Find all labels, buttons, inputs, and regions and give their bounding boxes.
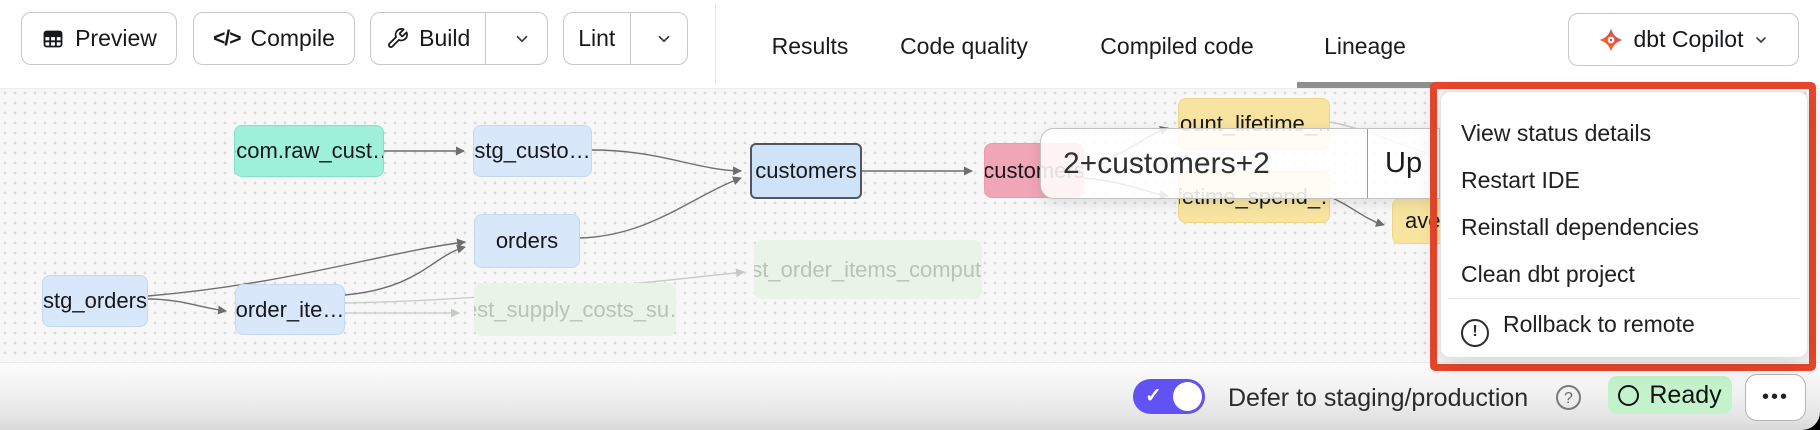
build-button-label: Build <box>419 25 471 51</box>
node-label: order_ite… <box>235 296 345 322</box>
chevron-down-icon <box>1756 36 1767 43</box>
build-options-button[interactable] <box>496 13 547 64</box>
lineage-selector-bar[interactable]: 2+customers+2 Up <box>1040 128 1440 199</box>
node-label: test_supply_costs_su… <box>474 296 676 322</box>
more-options-button[interactable]: ••• <box>1745 374 1806 421</box>
wrench-icon <box>388 28 409 48</box>
lineage-node-source[interactable]: ecom.raw_cust… <box>234 125 384 177</box>
tab-lineage[interactable]: Lineage <box>1324 33 1406 59</box>
table-icon <box>43 30 63 47</box>
node-label: stg_orders <box>43 288 147 313</box>
menu-item-rollback-to-remote[interactable]: ! Rollback to remote <box>1461 309 1695 347</box>
update-graph-button[interactable]: Up <box>1385 147 1423 179</box>
help-icon[interactable]: ? <box>1556 385 1581 410</box>
tab-compiled-code[interactable]: Compiled code <box>1100 33 1254 59</box>
code-icon: </> <box>213 26 241 50</box>
menu-divider <box>1449 298 1799 299</box>
ide-toolbar: Preview </> Compile Build Lint Results <box>0 0 1820 89</box>
node-label: stg_custo… <box>474 138 591 163</box>
status-bar: ✓ Defer to staging/production ? Ready ••… <box>0 362 1820 430</box>
active-tab-indicator <box>1297 82 1439 88</box>
toggle-knob <box>1173 382 1202 411</box>
warning-circle-icon: ! <box>1461 319 1489 347</box>
ide-status-menu: View status details Restart IDE Reinstal… <box>1440 91 1808 358</box>
status-badge-label: Ready <box>1649 380 1722 409</box>
defer-toggle[interactable]: ✓ <box>1133 379 1205 414</box>
dbt-copilot-label: dbt Copilot <box>1633 26 1744 52</box>
menu-item-clean-dbt-project[interactable]: Clean dbt project <box>1461 261 1635 287</box>
status-ring-icon <box>1618 384 1640 406</box>
dbt-copilot-icon <box>1599 28 1622 51</box>
node-label: test_order_items_comput… <box>754 256 982 282</box>
lineage-node-customers-selected[interactable]: customers <box>750 143 862 199</box>
menu-item-reinstall-dependencies[interactable]: Reinstall dependencies <box>1461 214 1699 240</box>
chevron-down-icon <box>658 35 670 42</box>
lint-button[interactable]: Lint <box>564 13 631 64</box>
menu-item-view-status-details[interactable]: View status details <box>1461 120 1652 146</box>
menu-item-restart-ide[interactable]: Restart IDE <box>1461 167 1580 193</box>
preview-button-label: Preview <box>75 25 157 51</box>
lineage-node-order-items[interactable]: order_ite… <box>235 284 345 335</box>
lineage-node-stg-orders[interactable]: stg_orders <box>42 275 148 327</box>
tab-code-quality[interactable]: Code quality <box>900 33 1028 59</box>
status-badge[interactable]: Ready <box>1608 376 1732 414</box>
defer-label: Defer to staging/production <box>1228 384 1529 412</box>
lineage-node-orders[interactable]: orders <box>474 214 580 268</box>
check-icon: ✓ <box>1145 385 1162 407</box>
node-label: customers <box>755 158 857 183</box>
selector-divider <box>1367 129 1368 198</box>
lint-button-label: Lint <box>578 25 616 51</box>
build-split-button: Build <box>370 12 548 65</box>
lint-split-button: Lint <box>563 12 688 65</box>
lineage-selector-input[interactable]: 2+customers+2 <box>1063 146 1270 180</box>
compile-button[interactable]: </> Compile <box>193 12 355 65</box>
chevron-down-icon <box>516 35 528 42</box>
compile-button-label: Compile <box>250 25 335 51</box>
toolbar-divider <box>715 4 716 84</box>
node-label: orders <box>495 228 559 253</box>
lineage-node-test-order-items[interactable]: test_order_items_comput… <box>754 240 982 299</box>
menu-item-label: Rollback to remote <box>1503 311 1695 337</box>
node-label: ave <box>1405 208 1441 233</box>
lineage-node-test-supply-costs[interactable]: test_supply_costs_su… <box>474 283 676 336</box>
tab-results[interactable]: Results <box>771 33 849 59</box>
build-button[interactable]: Build <box>371 13 487 64</box>
preview-button[interactable]: Preview <box>21 12 177 65</box>
lint-options-button[interactable] <box>641 13 687 64</box>
dbt-copilot-button[interactable]: dbt Copilot <box>1568 13 1799 66</box>
node-label: ecom.raw_cust… <box>235 138 383 163</box>
lineage-node-stg-customers[interactable]: stg_custo… <box>473 125 592 177</box>
